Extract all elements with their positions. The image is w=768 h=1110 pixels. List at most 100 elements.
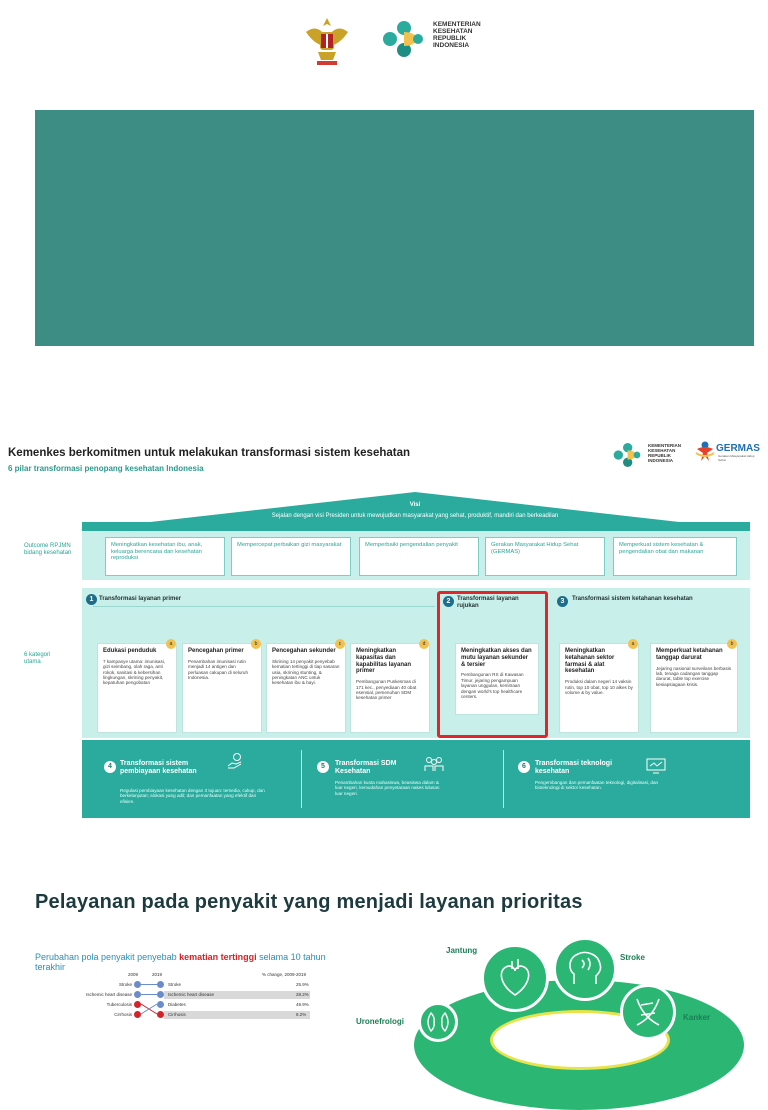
rank-row: Tuberculosis Diabetes 49.9% [40, 1001, 310, 1009]
pillar-divider [93, 606, 435, 607]
category-body: Pembangunan RS di Kawasan Timur, jejarin… [461, 672, 524, 700]
category-card: c Pencegahan sekunder Skrining 14 penyak… [266, 639, 346, 733]
rank-dot [134, 1001, 141, 1008]
ministry-name: KEMENTERIAN KESEHATAN REPUBLIK INDONESIA [433, 21, 481, 49]
rank-right: Stroke [168, 982, 182, 987]
pillar-number: 5 [317, 761, 329, 773]
pillar-number: 6 [518, 761, 530, 773]
category-badge: b [251, 639, 261, 649]
chart-title: Perubahan pola penyakit penyebab kematia… [35, 952, 355, 972]
organ-label: Jantung [446, 946, 478, 955]
rank-row: Cirrhosis Cirrhosis 8.2% [40, 1011, 310, 1019]
pillar-number: 1 [86, 594, 97, 605]
bottom-pillar-title: Transformasi teknologi kesehatan [535, 760, 613, 775]
category-title: Pencegahan primer [188, 648, 244, 654]
category-card: d Meningkatkan kapasitas dan kapabilitas… [350, 639, 430, 733]
pillar-title: Transformasi sistem ketahanan kesehatan [572, 596, 693, 602]
category-badge: d [419, 639, 429, 649]
outcome-box: Memperbaiki pengendalian penyakit [359, 537, 479, 576]
garuda-emblem [302, 14, 352, 70]
bottom-band [82, 740, 750, 818]
category-card: a Meningkatkan ketahanan sektor farmasi … [559, 639, 639, 733]
organ-label: Uronefrologi [356, 1017, 404, 1026]
category-title: Edukasi penduduk [103, 648, 157, 654]
rank-right: Cirrhosis [168, 1012, 186, 1017]
germas-logo: GERMAS Gerakan Masyarakat Hidup Sehat [694, 439, 764, 467]
category-body: Pembangunan Puskesmas di 171 kec., penye… [356, 679, 417, 701]
germas-label: GERMAS [716, 443, 760, 454]
outcome-box: Meningkatkan kesehatan ibu, anak, keluar… [105, 537, 225, 576]
rank-pct: 25.9% [296, 982, 309, 987]
ministry-name-small: KEMENTERIAN KESEHATAN REPUBLIK INDONESIA [648, 443, 682, 463]
category-body: Penambahan imunisasi rutin menjadi 14 an… [188, 658, 249, 681]
kidney-icon [418, 1002, 458, 1042]
rank-pct: 28.2% [296, 992, 309, 997]
category-title: Meningkatkan akses dan mutu layanan seku… [461, 648, 532, 668]
outcome-box: Mempercepat perbaikan gizi masyarakat [231, 537, 351, 576]
category-body: Skrining 14 penyakit penyebab kematian t… [272, 658, 340, 686]
pillar-title: Transformasi layanan rujukan [457, 596, 519, 609]
rank-dot [157, 1001, 164, 1008]
roof-title: Visi [409, 502, 421, 508]
divider [301, 750, 302, 808]
chart-title-part: selama 10 tahun terakhir [35, 952, 326, 972]
kemenkes-logo-small [613, 440, 645, 470]
outcome-label: Outcome RPJMN bidang kesehatan [24, 543, 72, 556]
dna-icon [620, 984, 676, 1040]
category-badge: a [628, 639, 638, 649]
bottom-pillar-body: Regulasi pembiayaan kesehatan dengan 3 t… [120, 788, 265, 804]
category-title: Memperkuat ketahanan tanggap darurat [656, 648, 723, 661]
category-card: a Edukasi penduduk 7 kampanye utama: imu… [97, 639, 177, 733]
rank-left: Stroke [118, 982, 132, 987]
category-title: Pencegahan sekunder [272, 648, 336, 654]
pillar-number: 2 [443, 596, 454, 607]
kategori-label: 6 kategori utama [24, 652, 51, 665]
kemenkes-logo [382, 20, 430, 58]
category-body: Jejaring nasional surveilans berbasis la… [656, 665, 732, 687]
monitor-icon [646, 758, 666, 774]
rank-right: Ischemic heart disease [168, 992, 215, 997]
rank-dot [157, 981, 164, 988]
rank-left: Tuberculosis [106, 1002, 132, 1007]
pillar-title: Transformasi layanan primer [99, 596, 182, 602]
divider [503, 750, 504, 808]
category-badge: b [727, 639, 737, 649]
category-badge: c [335, 639, 345, 649]
row-shade [164, 1011, 310, 1019]
pillar-number: 4 [104, 761, 116, 773]
rank-row: Ischemic heart disease Ischemic heart di… [40, 991, 310, 999]
highlight-box [437, 591, 548, 738]
rank-left: Ischemic heart disease [85, 992, 132, 997]
rank-right: Diabetes [168, 1002, 186, 1007]
roof-vision-text: Sejalan dengan visi Presiden untuk mewuj… [271, 513, 559, 519]
category-title: Meningkatkan kapasitas dan kapabilitas l… [356, 648, 412, 675]
organ-label: Stroke [620, 953, 645, 962]
teal-banner [35, 110, 754, 346]
slide3-title: Pelayanan pada penyakit yang menjadi lay… [35, 891, 583, 913]
rank-link [141, 994, 157, 995]
outcome-box: Gerakan Masyarakat Hidup Sehat (GERMAS) [485, 537, 605, 576]
heart-icon [481, 944, 549, 1012]
category-card: b Memperkuat ketahanan tanggap darurat J… [650, 639, 738, 733]
category-badge: a [166, 639, 176, 649]
year-label: 2009 [128, 972, 139, 977]
category-body: 7 kampanye utama: imunisasi, gizi seimba… [103, 658, 166, 686]
bottom-pillar-title: Transformasi sistem pembiayaan kesehatan [120, 760, 197, 775]
brain-icon [553, 937, 617, 1001]
rank-link [141, 984, 157, 985]
roof-base [82, 522, 750, 531]
rank-dot [134, 1011, 141, 1018]
rank-cross-lines [140, 1003, 158, 1015]
category-body: Produksi dalam negeri 14 vaksin rutin, t… [565, 679, 633, 695]
chart-title-highlight: kematian tertinggi [179, 952, 257, 962]
roof-shape [80, 492, 750, 530]
category-card: b Pencegahan primer Penambahan imunisasi… [182, 639, 262, 733]
slide2-subtitle: 6 pilar transformasi penopang kesehatan … [8, 464, 204, 473]
rank-row: Stroke Stroke 25.9% [40, 981, 310, 989]
money-hand-icon [226, 752, 244, 770]
rank-left: Cirrhosis [114, 1012, 132, 1017]
people-icon [424, 755, 444, 773]
bottom-pillar-body: Penambahan kuota mahasiswa, beasiswa dal… [335, 780, 440, 796]
chart-title-part: Perubahan pola penyakit penyebab [35, 952, 180, 962]
pillar-number: 3 [557, 596, 568, 607]
